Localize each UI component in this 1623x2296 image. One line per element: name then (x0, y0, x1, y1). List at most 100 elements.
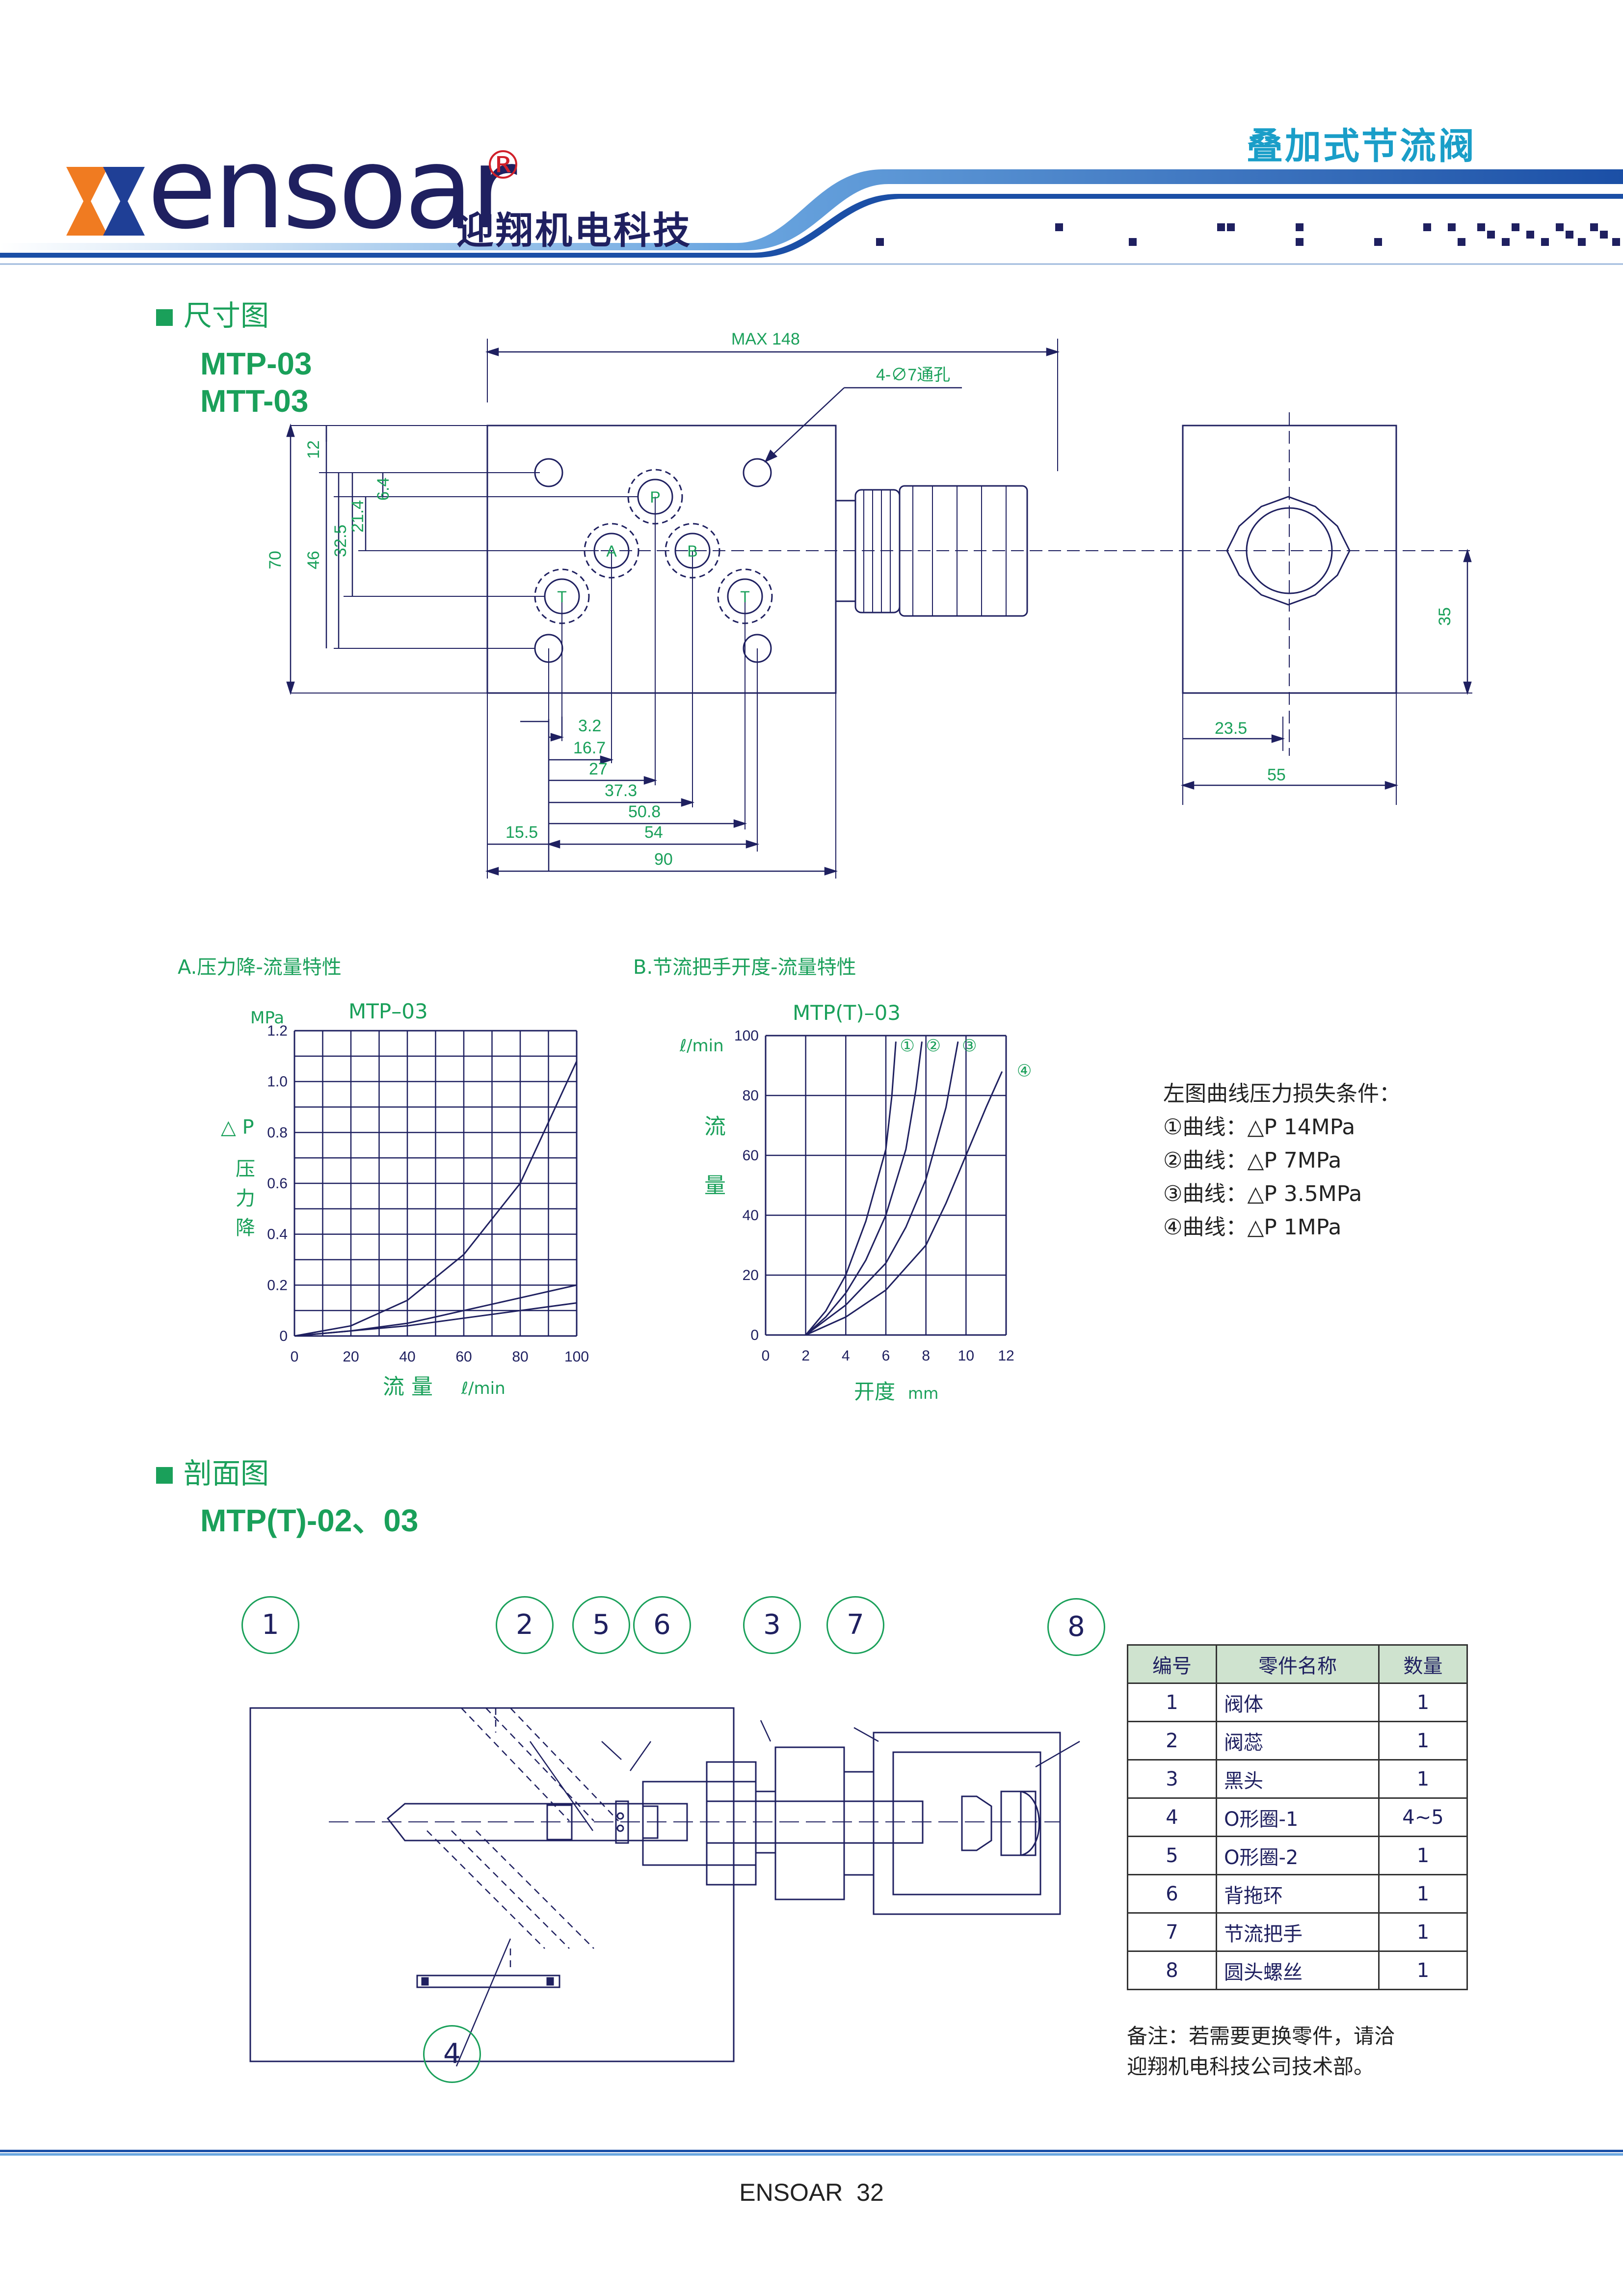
port-t-right-label: T (740, 588, 750, 606)
dim-max148: MAX 148 (731, 330, 800, 348)
x-tick-label: 80 (512, 1349, 528, 1365)
y-axis-label-char: 降 (236, 1217, 255, 1239)
chart-a-title: A.压力降-流量特性 (178, 956, 342, 979)
y-tick-label: 60 (743, 1148, 759, 1164)
part-name: O形圈-1 (1216, 1797, 1380, 1837)
dim-6-4: 6.4 (374, 478, 393, 501)
x-tick-label: 100 (564, 1349, 589, 1365)
model-mtpt-02-03: MTP(T)-02、03 (200, 1503, 419, 1538)
brand-logo-text: ensoar (147, 123, 517, 254)
callout-1: 1 (241, 1596, 299, 1654)
valve-body-front (486, 425, 837, 694)
part-qty: 1 (1378, 1912, 1468, 1952)
port-b-label: B (687, 542, 697, 560)
part-number: 4 (1127, 1797, 1217, 1837)
parts-table-header-row: 编号 零件名称 数量 (1127, 1644, 1468, 1684)
series-line-4 (805, 1071, 1003, 1336)
series-label: ③ (962, 1036, 977, 1056)
y-tick-label: 20 (743, 1267, 759, 1283)
y-tick-label: 1.0 (267, 1074, 288, 1090)
section-dimension-title: 尺寸图 (156, 293, 269, 334)
dim-12: 12 (304, 440, 323, 459)
x-tick-label: 0 (762, 1348, 770, 1364)
logo-mark-icon (66, 167, 145, 236)
part-number: 2 (1127, 1721, 1217, 1761)
x-tick-label: 8 (922, 1348, 930, 1364)
x-unit-label: mm (908, 1384, 938, 1403)
x-unit-label: ℓ/min (461, 1379, 506, 1398)
dim-50-8: 50.8 (628, 802, 661, 821)
port-a-label: A (606, 542, 617, 560)
y-tick-label: 0.6 (267, 1175, 288, 1192)
dim-90: 90 (654, 850, 673, 869)
y-axis-label-char: 压 (236, 1158, 255, 1180)
y-tick-label: 100 (734, 1028, 759, 1044)
chart-title: MTP–03 (348, 999, 428, 1023)
chart-title: MTP(T)–03 (793, 1001, 901, 1025)
note-line-1: 备注：若需要更换零件，请洽 (1127, 2024, 1395, 2048)
y-tick-label: 0.8 (267, 1124, 288, 1141)
series-label: ② (926, 1036, 941, 1056)
note: 备注：若需要更换零件，请洽 迎翔机电科技公司技术部。 (1127, 2021, 1395, 2082)
part-name: 阀体 (1216, 1682, 1380, 1722)
part-number: 7 (1127, 1912, 1217, 1952)
y-tick-label: 0.4 (267, 1227, 288, 1243)
chart-b-title: B.节流把手开度-流量特性 (633, 956, 856, 979)
loss-conditions-title: 左图曲线压力损失条件： (1163, 1081, 1401, 1106)
model-mtt-03: MTT-03 (200, 383, 309, 419)
y-axis-label-char: 力 (236, 1187, 255, 1210)
y-tick-label: 0 (279, 1328, 288, 1344)
section-bullet-icon (156, 1467, 173, 1484)
y-axis-label: △ P (221, 1116, 254, 1139)
dim-15-5: 15.5 (506, 823, 538, 842)
dim-27: 27 (589, 760, 608, 778)
page-title: 叠加式节流阀 (1247, 125, 1476, 167)
series-label: ① (900, 1036, 914, 1056)
part-name: O形圈-2 (1216, 1836, 1380, 1875)
port-p-label: P (650, 488, 660, 506)
part-qty: 1 (1378, 1950, 1468, 1990)
section-cross-title: 剖面图 (156, 1450, 269, 1492)
part-name: 节流把手 (1216, 1912, 1380, 1952)
callout-5: 5 (572, 1596, 630, 1654)
part-number: 8 (1127, 1950, 1217, 1990)
x-tick-label: 0 (291, 1349, 299, 1365)
loss-condition-1: ①曲线：△P 14MPa (1163, 1115, 1356, 1140)
dim-35: 35 (1436, 607, 1454, 626)
registered-mark: ® (483, 142, 523, 188)
dim-54: 54 (644, 823, 663, 842)
y-tick-label: 40 (743, 1207, 759, 1224)
part-number: 5 (1127, 1836, 1217, 1875)
header-part-name: 零件名称 (1216, 1644, 1380, 1684)
callout-6: 6 (633, 1596, 691, 1654)
port-t-left-label: T (557, 588, 567, 606)
part-qty: 1 (1378, 1759, 1468, 1799)
x-tick-label: 12 (998, 1348, 1014, 1364)
series-line-3 (294, 1302, 577, 1337)
y-axis-label-char: 量 (704, 1173, 726, 1198)
dim-21-4: 21.4 (348, 500, 367, 533)
header-swoosh (0, 169, 1623, 265)
part-number: 3 (1127, 1759, 1217, 1799)
dim-16-7: 16.7 (573, 739, 606, 757)
x-axis-label: 流 量 (383, 1374, 433, 1399)
callout-3: 3 (743, 1596, 801, 1654)
x-axis-label: 开度 (854, 1380, 895, 1404)
y-axis-label-char: 流 (704, 1114, 726, 1139)
callout-2: 2 (496, 1596, 554, 1654)
series-line-3 (805, 1041, 959, 1336)
loss-condition-4: ④曲线：△P 1MPa (1163, 1215, 1342, 1240)
y-tick-label: 1.2 (267, 1023, 288, 1039)
x-tick-label: 6 (882, 1348, 890, 1364)
part-name: 圆头螺丝 (1216, 1950, 1380, 1990)
dim-55: 55 (1267, 766, 1286, 784)
dim-3-2: 3.2 (578, 717, 601, 735)
